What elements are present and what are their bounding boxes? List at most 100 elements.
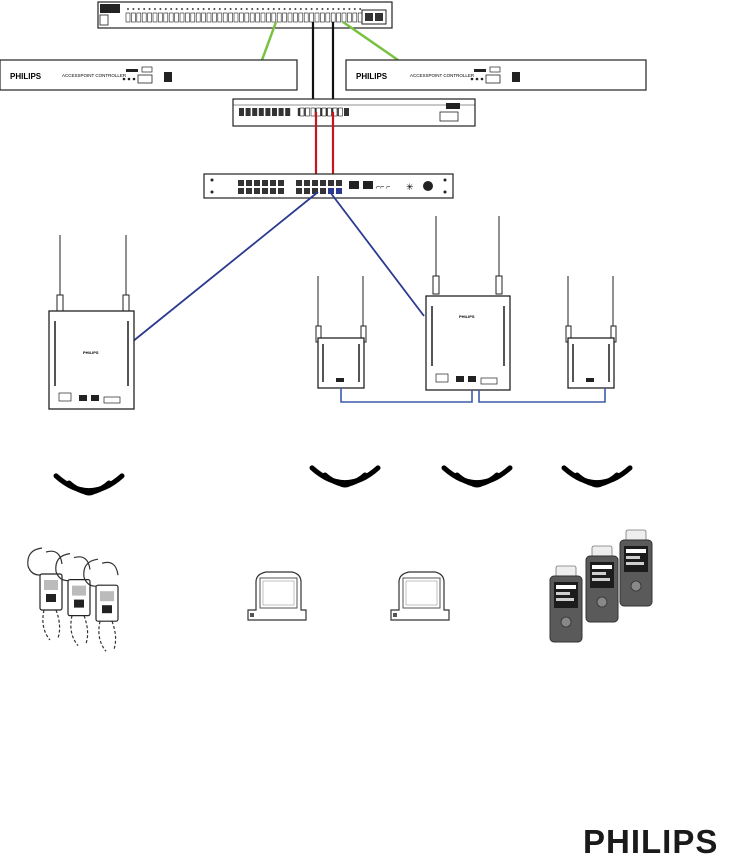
poe-port: [320, 180, 326, 186]
controller-right-brand: PHILIPS: [356, 72, 388, 81]
switch-port: [239, 108, 244, 116]
switch-port: [299, 13, 303, 22]
poe-port: [270, 180, 276, 186]
switch-port: [277, 13, 281, 22]
switch-port: [311, 108, 315, 116]
switch-port: [288, 13, 292, 22]
telemetry-transceiver-icon: [28, 548, 118, 651]
switch-port: [196, 13, 200, 22]
switch-port: [300, 108, 304, 116]
poe-port: [296, 180, 302, 186]
switch-port: [285, 108, 290, 116]
switch-port: [191, 13, 195, 22]
ethernet-cable-left: [132, 192, 318, 342]
switch-port: [202, 13, 206, 22]
switch-port: [234, 13, 238, 22]
switch-port: [131, 13, 135, 22]
controller-left: PHILIPS ACCESSPOINT CONTROLLER: [0, 60, 297, 90]
switch-port: [175, 13, 179, 22]
poe-port: [336, 180, 342, 186]
switch-port: [137, 13, 141, 22]
wireless-access-point-icon: PHILIPS: [49, 235, 134, 409]
handheld-unit: [586, 546, 618, 622]
svg-text:✳: ✳: [406, 182, 414, 192]
ap-left-badge: PHILIPS: [83, 350, 99, 355]
remote-access-point-icon: [316, 276, 366, 388]
switch-port: [218, 13, 222, 22]
switch-port: [328, 108, 332, 116]
switch-port: [153, 13, 157, 22]
switch-port: [342, 13, 346, 22]
switch-port: [239, 13, 243, 22]
wireless-access-point-icon: PHILIPS: [426, 216, 510, 390]
switch-port: [344, 108, 349, 116]
wireless-signal-icon: [56, 476, 122, 493]
poe-port: [270, 188, 276, 194]
switch-port: [223, 13, 227, 22]
switch-port: [259, 108, 264, 116]
wireless-signal-icon: [312, 468, 378, 485]
patient-monitor-icon: [248, 572, 306, 620]
switch-port: [339, 108, 343, 116]
poe-port: [304, 188, 310, 194]
handheld-unit: [550, 566, 582, 642]
switch-port: [322, 108, 326, 116]
switch-port: [353, 13, 357, 22]
philips-logo: PHILIPS: [583, 822, 729, 862]
poe-port: [262, 180, 268, 186]
switch-port: [229, 13, 233, 22]
switch-port: [246, 108, 251, 116]
switch-port: [337, 13, 341, 22]
remote-access-point-icon: [566, 276, 616, 388]
switch-port: [169, 13, 173, 22]
switch-port: [310, 13, 314, 22]
patient-monitor-icon: [391, 572, 449, 620]
poe-port: [246, 188, 252, 194]
poe-port: [320, 188, 326, 194]
controller-left-brand: PHILIPS: [10, 72, 42, 81]
switch-port: [207, 13, 211, 22]
poe-port: [278, 188, 284, 194]
switch-port: [256, 13, 260, 22]
wireless-signals: [56, 468, 630, 493]
switch-port: [266, 13, 270, 22]
switch-port: [180, 13, 184, 22]
poe-port: [328, 180, 334, 186]
poe-port: [296, 188, 302, 194]
switch-port: [293, 13, 297, 22]
poe-port: [312, 180, 318, 186]
poe-port: [238, 188, 244, 194]
svg-text:⌐⌐ ⌐: ⌐⌐ ⌐: [376, 184, 390, 191]
ap-center-badge: PHILIPS: [459, 314, 475, 319]
switch-port: [320, 13, 324, 22]
switch-port: [212, 13, 216, 22]
network-switch-icon: [233, 99, 475, 126]
poe-port: [238, 180, 244, 186]
poe-port: [304, 180, 310, 186]
poe-port: [246, 180, 252, 186]
poe-port: [262, 188, 268, 194]
switch-port: [272, 108, 277, 116]
switch-port: [331, 13, 335, 22]
handheld-monitor-icon: [550, 530, 652, 642]
switch-port: [245, 13, 249, 22]
switch-port: [304, 13, 308, 22]
switch-port: [148, 13, 152, 22]
switch-port: [279, 108, 284, 116]
poe-port: [336, 188, 342, 194]
switch-port: [272, 13, 276, 22]
switch-port: [306, 108, 310, 116]
switch-port: [142, 13, 146, 22]
switch-port: [185, 13, 189, 22]
switch-port: [283, 13, 287, 22]
poe-port: [254, 180, 260, 186]
controller-left-label: ACCESSPOINT CONTROLLER: [62, 73, 127, 78]
switch-port: [126, 13, 130, 22]
poe-port: [278, 180, 284, 186]
controller-right-label: ACCESSPOINT CONTROLLER: [410, 73, 475, 78]
switch-port: [315, 13, 319, 22]
switch-port: [158, 13, 162, 22]
handheld-unit: [620, 530, 652, 606]
controller-right: PHILIPS ACCESSPOINT CONTROLLER: [346, 60, 646, 90]
